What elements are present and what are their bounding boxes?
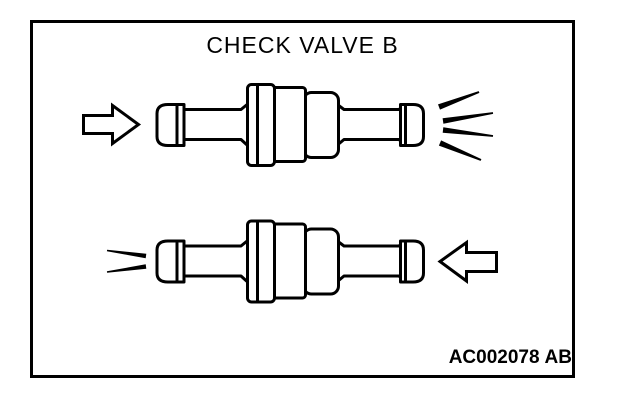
check-valve-illustration-bottom bbox=[106, 219, 498, 304]
check-valve-illustration-top bbox=[82, 83, 494, 167]
figure-code-number: AC002078 bbox=[448, 347, 540, 368]
check-valve-body-top bbox=[155, 83, 425, 167]
free-flow-lines-icon bbox=[438, 91, 494, 161]
blocked-flow-lines-icon bbox=[106, 249, 147, 273]
arrow-right-icon bbox=[82, 102, 142, 147]
arrow-left-icon bbox=[437, 239, 498, 284]
figure-border bbox=[30, 20, 575, 378]
figure-title: CHECK VALVE B bbox=[206, 32, 399, 58]
check-valve-body-bottom bbox=[155, 219, 425, 304]
figure-code-suffix: AB bbox=[544, 347, 572, 368]
